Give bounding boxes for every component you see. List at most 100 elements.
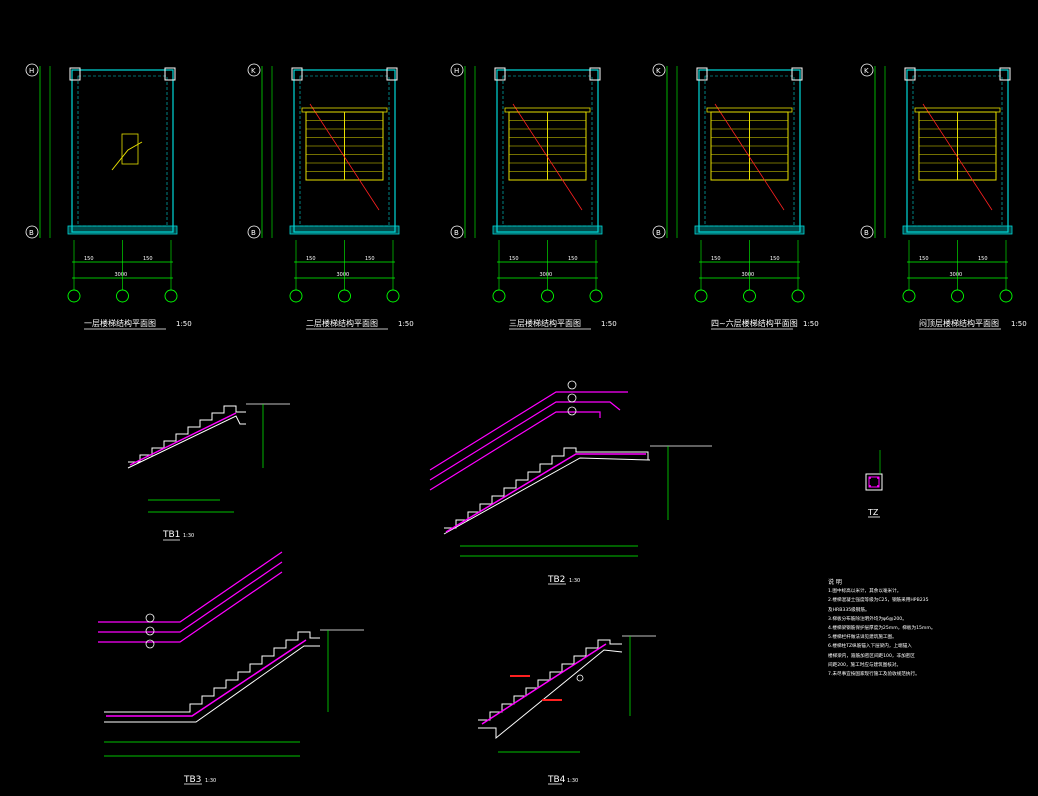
plan-column [999,67,1011,81]
plan-wall-inner [502,75,593,227]
plan-title: 二层楼梯结构平面图 [306,318,378,328]
tb2-stair-profile [444,447,649,529]
tb4-main-rebar [481,643,607,725]
plan-dim-total: 3000 [742,272,755,278]
plan-title: 四~六层楼梯结构平面图 [711,318,798,328]
plan-axis-bottom-label: B [251,229,256,237]
plan-axis-bubble [247,63,261,77]
plan-wall-inner [704,75,795,227]
plan-axis-bubble [743,289,756,303]
plan-wall-inner [299,75,390,227]
tb4-scale: 1:30 [567,778,578,784]
notes-line: 4.楼梯梁钢筋保护层厚度为25mm，梯板为15mm。 [828,626,936,632]
notes-line: 3.梯板分布筋除注明外均为φ6@200。 [828,616,907,622]
plan-axis-bubble [450,63,464,77]
tb3-stair-profile [104,631,320,713]
tb2-slab-soffit [443,457,651,535]
notes-line: 2.楼梯混凝土强度等级为C25，钢筋采用HPB235 [828,598,929,604]
section-tb1: TB1 1:30 [127,403,290,541]
tz-bar-1 [869,477,871,479]
notes-line: 楼梯梁内，箍筋加密区间距100，非加密区 [828,653,915,659]
plan-dim-total: 3000 [337,272,350,278]
plan-2: K B 150 150 3000 二层楼梯结构平面图 1:50 [247,63,414,330]
plan-column [386,67,398,81]
plan-dim-label: 150 [365,256,375,262]
plan-axis-bubble [791,289,805,303]
tz-bar-3 [869,485,871,487]
plan-axis-bottom-label: B [454,229,459,237]
tb3-rebar-3 [98,571,283,643]
plan-dim-label: 150 [919,256,929,262]
plan-axis-top-label: H [29,67,34,75]
plan-axis-top-label: K [251,67,256,75]
plan-column [494,67,506,81]
tb4-stair-profile [478,639,622,721]
plan-dim-label: 150 [306,256,316,262]
tb1-stair-profile [128,405,246,463]
plan-axis-bubble [338,289,351,303]
plan-landing-beam [914,107,1001,113]
plan-axis-top-label: H [454,67,459,75]
plan-axis-bubble [541,289,554,303]
plan-wall-outline [496,69,599,233]
tb3-title: TB3 [183,775,201,785]
plan-axis-top-label: K [864,67,869,75]
plan-dim-total: 3000 [540,272,553,278]
plan-axis-bubble [902,289,916,303]
plan-axis-bottom-label: B [656,229,661,237]
plan-axis-bottom-label: B [29,229,34,237]
plan-column [589,67,601,81]
tb2-callout-2 [567,393,577,403]
tb2-rebar-3 [429,411,601,491]
plan-axis-bottom-label: B [864,229,869,237]
plan-bottom-beam [694,225,805,235]
tb2-callout-1 [567,380,577,390]
tz-bar-4 [877,485,879,487]
plan-title: 闷顶层楼梯结构平面图 [919,318,999,328]
tb3-callout-3 [145,639,155,649]
plan-wall-inner [912,75,1003,227]
plan-bottom-beam [902,225,1013,235]
tz-title: TZ [867,508,879,517]
tb3-slab-soffit [104,645,320,723]
plan-axis-bubble [25,225,39,239]
plan-axis-bubble [25,63,39,77]
notes-line: 间距200，施工时应与建筑图核对。 [828,662,902,668]
tb3-rebar-1 [98,551,283,623]
plan-wall-outline [293,69,396,233]
plan-scale: 1:50 [398,320,414,328]
plan-axis-bubble [492,289,506,303]
plan-title: 一层楼梯结构平面图 [84,318,156,328]
plan-axis-bubble [589,289,603,303]
plan-landing-beam [504,107,591,113]
plan-scale: 1:50 [1011,320,1027,328]
plan-title: 三层楼梯结构平面图 [509,318,581,328]
tb1-slab-soffit [127,415,246,469]
tb2-scale: 1:30 [569,578,580,584]
section-tz: TZ [865,450,883,518]
plan-break-line [714,103,785,211]
plan-dim-label: 150 [84,256,94,262]
tb3-rebar-2 [98,561,283,633]
notes-line: 5.楼梯栏杆做法详见建筑施工图。 [828,635,897,641]
plan-stair-flight [121,133,139,165]
tz-stirrup [868,476,880,488]
plan-axis-bubble [247,225,261,239]
notes-line: 及HRB335级钢筋。 [828,607,870,613]
notes-line: 1.图中标高以米计，其余以毫米计。 [828,589,902,595]
plan-dim-label: 150 [509,256,519,262]
plan-axis-bubble [289,289,303,303]
tb2-main-rebar [445,453,646,533]
plan-scale: 1:50 [803,320,819,328]
plan-dim-label: 150 [711,256,721,262]
tb3-main-rebar [106,639,307,717]
plan-axis-bubble [652,225,666,239]
plan-dim-label: 150 [770,256,780,262]
tz-bar-2 [877,477,879,479]
plan-axis-bubble [860,225,874,239]
plan-bottom-beam [289,225,400,235]
